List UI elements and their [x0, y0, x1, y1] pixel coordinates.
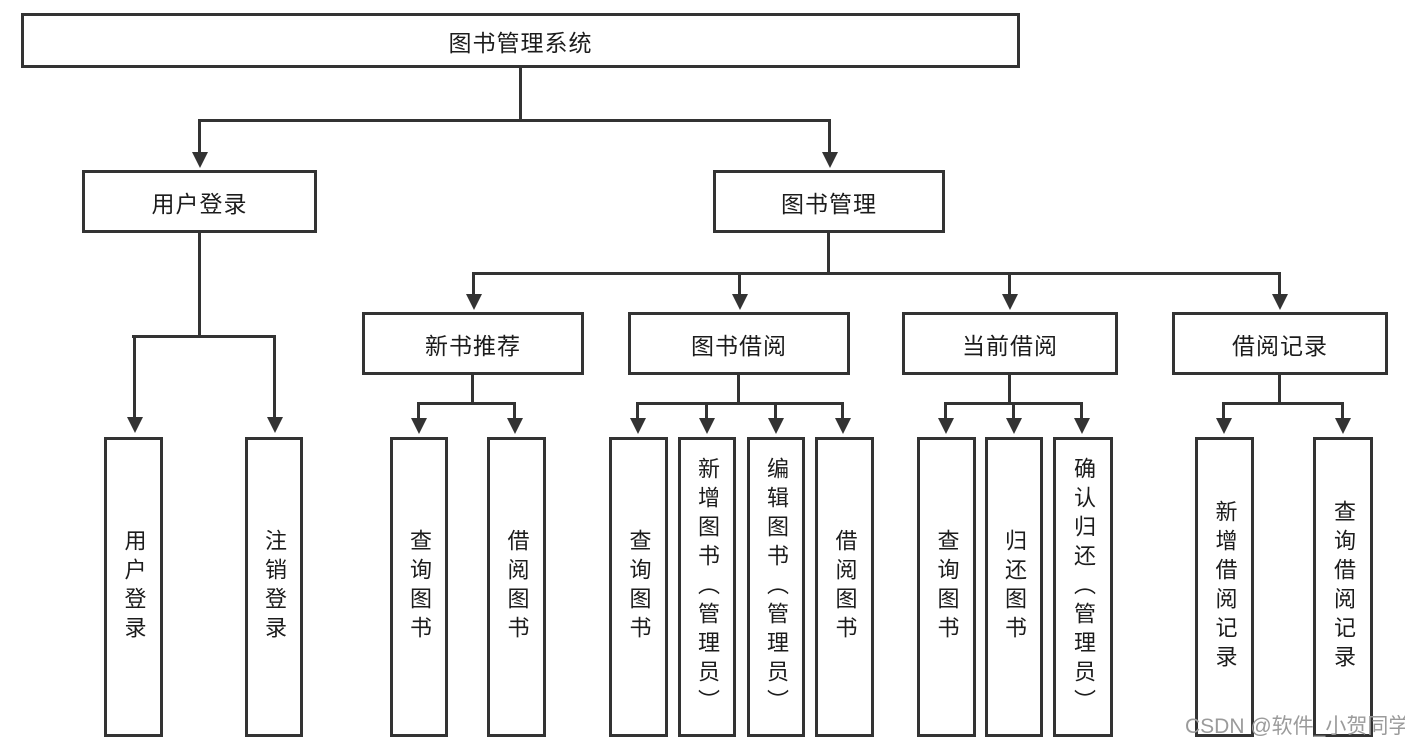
- arrow-down-icon: [1005, 402, 1022, 434]
- node-root: 图书管理系统: [21, 13, 1020, 68]
- arrow-down-icon: [821, 119, 838, 168]
- node-user-login: 用户登录: [82, 170, 317, 233]
- leaf-add-borrow-record-label: 新增借阅记录: [1212, 500, 1238, 674]
- leaf-add-borrow-record: 新增借阅记录: [1195, 437, 1254, 737]
- leaf-query-books-current: 查询图书: [917, 437, 976, 737]
- connector-new-book-vertical: [471, 375, 474, 402]
- arrow-down-icon: [465, 272, 482, 310]
- leaf-edit-books-admin: 编辑图书（管理员）: [747, 437, 805, 737]
- node-user-login-label: 用户登录: [151, 190, 248, 217]
- leaf-borrow-books-recommend: 借阅图书: [487, 437, 546, 737]
- leaf-logout: 注销登录: [245, 437, 303, 737]
- arrow-down-icon: [629, 402, 646, 434]
- node-current-borrowing: 当前借阅: [902, 312, 1118, 375]
- node-borrowing-records-label: 借阅记录: [1232, 332, 1328, 359]
- arrow-down-icon: [191, 119, 208, 168]
- leaf-query-books-recommend-label: 查询图书: [407, 529, 432, 645]
- arrow-down-icon: [126, 335, 143, 433]
- arrow-down-icon: [731, 272, 748, 310]
- leaf-query-borrow-record: 查询借阅记录: [1313, 437, 1373, 737]
- connector-root-vertical: [519, 68, 522, 120]
- connector-user-login-vertical: [198, 233, 201, 335]
- leaf-query-books-current-label: 查询图书: [934, 529, 960, 645]
- leaf-query-books-recommend: 查询图书: [390, 437, 448, 737]
- node-borrowing-records: 借阅记录: [1172, 312, 1388, 375]
- node-book-management-label: 图书管理: [781, 190, 877, 217]
- arrow-down-icon: [1215, 402, 1232, 434]
- leaf-return-books-label: 归还图书: [1002, 529, 1027, 645]
- node-current-borrowing-label: 当前借阅: [962, 332, 1058, 359]
- arrow-down-icon: [1073, 402, 1090, 434]
- leaf-user-login-label: 用户登录: [121, 529, 147, 645]
- leaf-borrow-books-recommend-label: 借阅图书: [504, 529, 530, 645]
- connector-book-borrowing-vertical: [737, 375, 740, 402]
- arrow-down-icon: [698, 402, 715, 434]
- arrow-down-icon: [410, 402, 427, 434]
- connector-book-management-vertical: [827, 233, 830, 274]
- arrow-down-icon: [1334, 402, 1351, 434]
- leaf-query-books-borrow-label: 查询图书: [626, 529, 652, 645]
- watermark: CSDN @软件_小贺同学: [1185, 715, 1405, 738]
- arrow-down-icon: [1271, 272, 1288, 310]
- connector-user-login-splitter: [132, 335, 275, 338]
- node-book-management: 图书管理: [713, 170, 945, 233]
- node-book-borrowing-label: 图书借阅: [691, 332, 787, 359]
- connector-book-borrowing-splitter: [637, 402, 844, 405]
- leaf-user-login: 用户登录: [104, 437, 163, 737]
- leaf-logout-label: 注销登录: [262, 529, 287, 645]
- connector-borrowing-records-vertical: [1278, 375, 1281, 402]
- leaf-edit-books-admin-label: 编辑图书（管理员）: [764, 456, 789, 718]
- leaf-add-books-admin: 新增图书（管理员）: [678, 437, 736, 737]
- node-root-label: 图书管理系统: [448, 29, 593, 56]
- leaf-add-books-admin-label: 新增图书（管理员）: [695, 456, 720, 718]
- arrow-down-icon: [937, 402, 954, 434]
- arrow-down-icon: [767, 402, 784, 434]
- leaf-confirm-return-admin: 确认归还（管理员）: [1053, 437, 1113, 737]
- leaf-borrow-books-label: 借阅图书: [832, 529, 858, 645]
- leaf-query-borrow-record-label: 查询借阅记录: [1331, 500, 1356, 674]
- connector-current-borrowing-vertical: [1008, 375, 1011, 402]
- arrow-down-icon: [1001, 272, 1018, 310]
- leaf-confirm-return-admin-label: 确认归还（管理员）: [1071, 456, 1096, 718]
- connector-root-splitter: [198, 119, 831, 122]
- leaf-return-books: 归还图书: [985, 437, 1043, 737]
- arrow-down-icon: [506, 402, 523, 434]
- node-book-borrowing: 图书借阅: [628, 312, 850, 375]
- node-new-book-recommendation: 新书推荐: [362, 312, 584, 375]
- connector-book-management-splitter: [472, 272, 1280, 275]
- leaf-query-books-borrow: 查询图书: [609, 437, 668, 737]
- node-new-book-recommendation-label: 新书推荐: [425, 332, 521, 359]
- arrow-down-icon: [834, 402, 851, 434]
- connector-borrowing-records-splitter: [1223, 402, 1344, 405]
- leaf-borrow-books: 借阅图书: [815, 437, 874, 737]
- arrow-down-icon: [266, 335, 283, 433]
- connector-new-book-splitter: [417, 402, 516, 405]
